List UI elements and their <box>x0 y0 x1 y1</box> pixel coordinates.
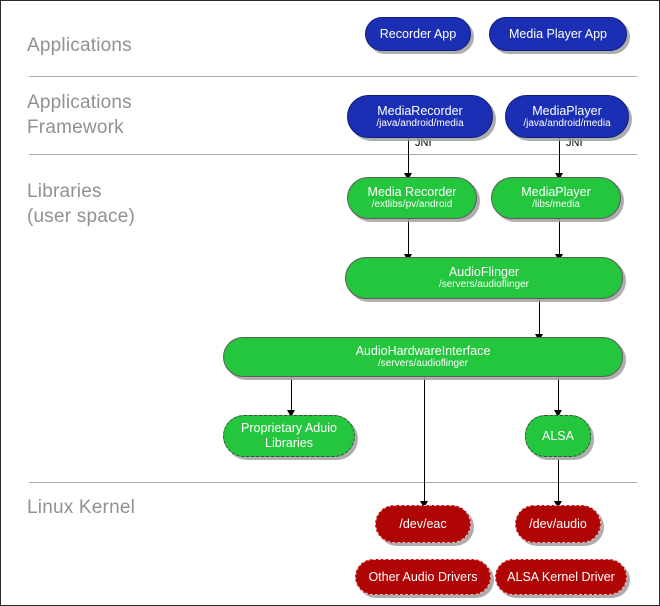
connector-audioflinger-to-audiohardwareinterface <box>539 299 540 336</box>
node-recorder-app[interactable]: Recorder App <box>365 17 471 51</box>
node-title: MediaPlayer <box>521 185 591 199</box>
connector-mediarecorder-to-media-recorder-lib <box>408 138 409 175</box>
layer-label-libraries: Libraries (user space) <box>27 181 135 227</box>
node-title: AudioHardwareInterface <box>355 344 491 358</box>
node-subtitle: /java/android/media <box>376 117 464 129</box>
node-title: ALSA Kernel Driver <box>507 570 615 584</box>
node-media-player-app[interactable]: Media Player App <box>489 17 627 51</box>
node-media-recorder-lib[interactable]: Media Recorder /extlibs/pv/android <box>347 177 477 219</box>
layer-label-linux-kernel: Linux Kernel <box>27 497 136 518</box>
node-title: MediaRecorder <box>377 103 463 118</box>
divider-libraries <box>29 482 637 483</box>
layer-label-applications-framework: Applications Framework <box>27 92 132 138</box>
node-audiohardwareinterface[interactable]: AudioHardwareInterface /servers/audiofli… <box>223 337 623 377</box>
node-title: Recorder App <box>379 27 457 41</box>
connector-ahi-to-proprietary-audio-libraries <box>291 375 292 412</box>
node-subtitle: /java/android/media <box>523 117 611 129</box>
connector-mediaplayer-to-mediaplayer-lib <box>559 138 560 175</box>
node-title: /dev/audio <box>529 517 587 531</box>
node-audioflinger[interactable]: AudioFlinger /servers/audioflinger <box>345 257 623 299</box>
node-subtitle: /libs/media <box>532 199 580 210</box>
node-mediarecorder[interactable]: MediaRecorder /java/android/media <box>347 95 493 138</box>
connector-mediaplayer-lib-to-audioflinger <box>559 219 560 257</box>
node-title: AudioFlinger <box>448 265 520 279</box>
connector-ahi-to-dev-eac <box>424 375 425 505</box>
connector-ahi-to-alsa <box>558 375 559 412</box>
arrowhead-alsa <box>554 410 562 417</box>
node-title: Other Audio Drivers <box>368 570 478 584</box>
arrowhead-proprietary-audio-libraries <box>287 410 295 417</box>
node-proprietary-audio-libraries[interactable]: Proprietary Aduio Libraries <box>223 415 355 457</box>
node-title: MediaPlayer <box>532 103 602 118</box>
node-title: Media Player App <box>509 27 607 41</box>
node-dev-eac[interactable]: /dev/eac <box>375 505 471 543</box>
layer-label-applications: Applications <box>27 35 132 56</box>
node-alsa[interactable]: ALSA <box>525 415 591 457</box>
node-mediaplayer-framework[interactable]: MediaPlayer /java/android/media <box>505 95 629 138</box>
node-dev-audio[interactable]: /dev/audio <box>515 505 601 543</box>
connector-media-recorder-lib-to-audioflinger <box>408 219 409 257</box>
node-title: /dev/eac <box>399 517 447 531</box>
connector-label-jni-recorder: JNI <box>415 137 432 149</box>
node-subtitle: /extlibs/pv/android <box>371 199 453 210</box>
node-mediaplayer-lib[interactable]: MediaPlayer /libs/media <box>491 177 621 219</box>
node-title: ALSA <box>542 429 574 443</box>
connector-alsa-to-dev-audio <box>558 459 559 505</box>
divider-applications-framework <box>29 154 637 155</box>
node-subtitle: /servers/audioflinger <box>438 279 530 290</box>
node-title: Media Recorder <box>367 185 457 199</box>
node-other-audio-drivers[interactable]: Other Audio Drivers <box>355 559 491 595</box>
node-alsa-kernel-driver[interactable]: ALSA Kernel Driver <box>495 559 627 595</box>
node-subtitle: /servers/audioflinger <box>377 358 469 369</box>
divider-applications <box>29 76 637 77</box>
node-title: Proprietary Aduio Libraries <box>241 421 337 450</box>
connector-label-jni-player: JNI <box>566 137 583 149</box>
